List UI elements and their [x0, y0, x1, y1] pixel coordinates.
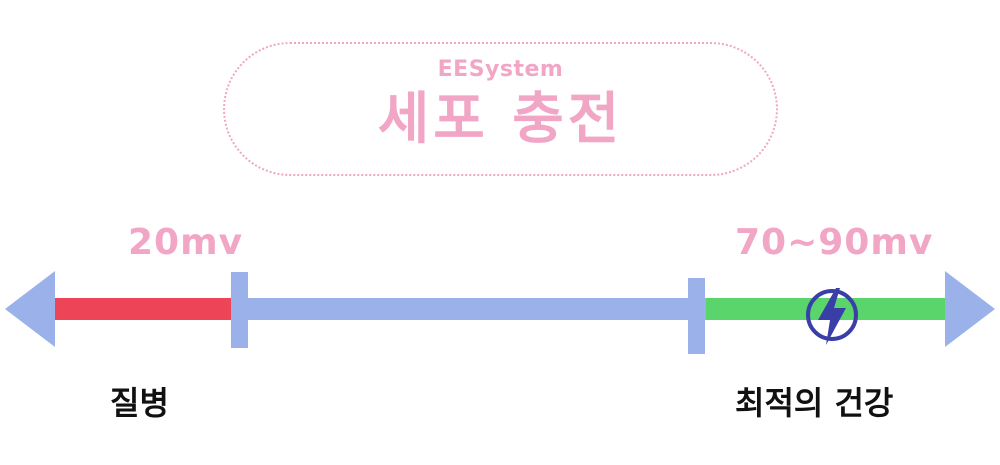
- right-arrow-head: [945, 271, 995, 347]
- left-tick: [231, 272, 248, 348]
- left-value-label: 20mv: [128, 222, 244, 263]
- optimal-health-label: 최적의 건강: [735, 384, 894, 422]
- right-value-label: 70~90mv: [735, 222, 934, 263]
- right-tick: [688, 278, 705, 354]
- disease-segment: [50, 298, 232, 320]
- lightning-bolt-icon: [806, 288, 858, 345]
- disease-label: 질병: [110, 384, 169, 422]
- brand-label: EESystem: [437, 57, 564, 82]
- page-title: 세포 충전: [377, 87, 624, 152]
- title-box: EESystem 세포 충전: [223, 42, 778, 176]
- left-arrow-head: [5, 271, 55, 347]
